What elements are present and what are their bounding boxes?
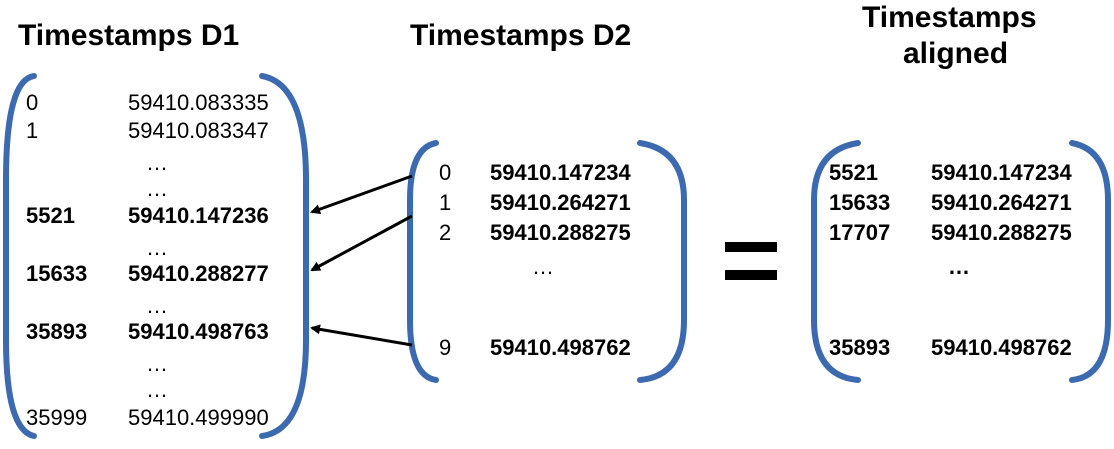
arrow-d2-row0-to-d1-5521 — [310, 174, 413, 214]
d2-row-value: 59410.147234 — [490, 160, 631, 185]
d1-ellipsis: … — [146, 176, 168, 201]
d1-row-index: 0 — [26, 90, 39, 115]
aligned-ellipsis: … — [948, 254, 970, 279]
d2-row-value: 59410.498762 — [490, 335, 631, 360]
d2-row-index: 2 — [439, 220, 452, 245]
d2-row-value: 59410.264271 — [490, 190, 631, 215]
d1-row-value: 59410.147236 — [128, 203, 269, 228]
aligned-title-line2: aligned — [903, 37, 1009, 70]
aligned-title-line1: Timestamps — [862, 1, 1037, 34]
d1-row-value: 59410.083347 — [128, 118, 269, 143]
d1-ellipsis: … — [146, 377, 168, 402]
aligned-row-index: 17707 — [829, 220, 891, 245]
d2-right-bracket — [637, 140, 687, 383]
d1-ellipsis: … — [146, 235, 168, 260]
d2-ellipsis: … — [532, 254, 554, 279]
d1-ellipsis: … — [146, 293, 168, 318]
d1-right-bracket — [259, 73, 309, 439]
d1-row-value: 59410.499990 — [128, 405, 269, 430]
aligned-row-value: 59410.264271 — [931, 190, 1072, 215]
arrow-d2-row9-to-d1-35893 — [310, 324, 413, 347]
aligned-left-bracket — [811, 140, 861, 383]
arrow-d2-row2-to-d1-15633 — [310, 214, 413, 272]
d1-left-bracket — [2, 73, 37, 439]
aligned-row-value: 59410.498762 — [931, 335, 1072, 360]
aligned-right-bracket — [1069, 140, 1111, 383]
d1-row-index: 35893 — [26, 319, 88, 344]
d1-ellipsis: … — [146, 351, 168, 376]
d1-row-index: 35999 — [26, 405, 88, 430]
aligned-row-index: 5521 — [829, 160, 878, 185]
d2-title: Timestamps D2 — [410, 19, 632, 52]
d1-row-index: 5521 — [26, 203, 75, 228]
aligned-row-value: 59410.288275 — [931, 220, 1072, 245]
d1-row-value: 59410.498763 — [128, 319, 269, 344]
aligned-row-index: 35893 — [829, 335, 891, 360]
d1-ellipsis: … — [146, 150, 168, 175]
d1-row-index: 15633 — [26, 261, 88, 286]
aligned-row-value: 59410.147234 — [931, 160, 1072, 185]
d2-row-value: 59410.288275 — [490, 220, 631, 245]
equals-sign — [725, 238, 777, 284]
d1-title: Timestamps D1 — [18, 19, 240, 52]
d2-left-bracket — [407, 140, 439, 383]
d2-row-index: 0 — [439, 160, 452, 185]
aligned-row-index: 15633 — [829, 190, 891, 215]
d1-row-value: 59410.288277 — [128, 261, 269, 286]
d2-row-index: 1 — [439, 190, 452, 215]
d2-row-index: 9 — [439, 335, 452, 360]
d1-row-index: 1 — [26, 118, 39, 143]
d1-row-value: 59410.083335 — [128, 90, 269, 115]
